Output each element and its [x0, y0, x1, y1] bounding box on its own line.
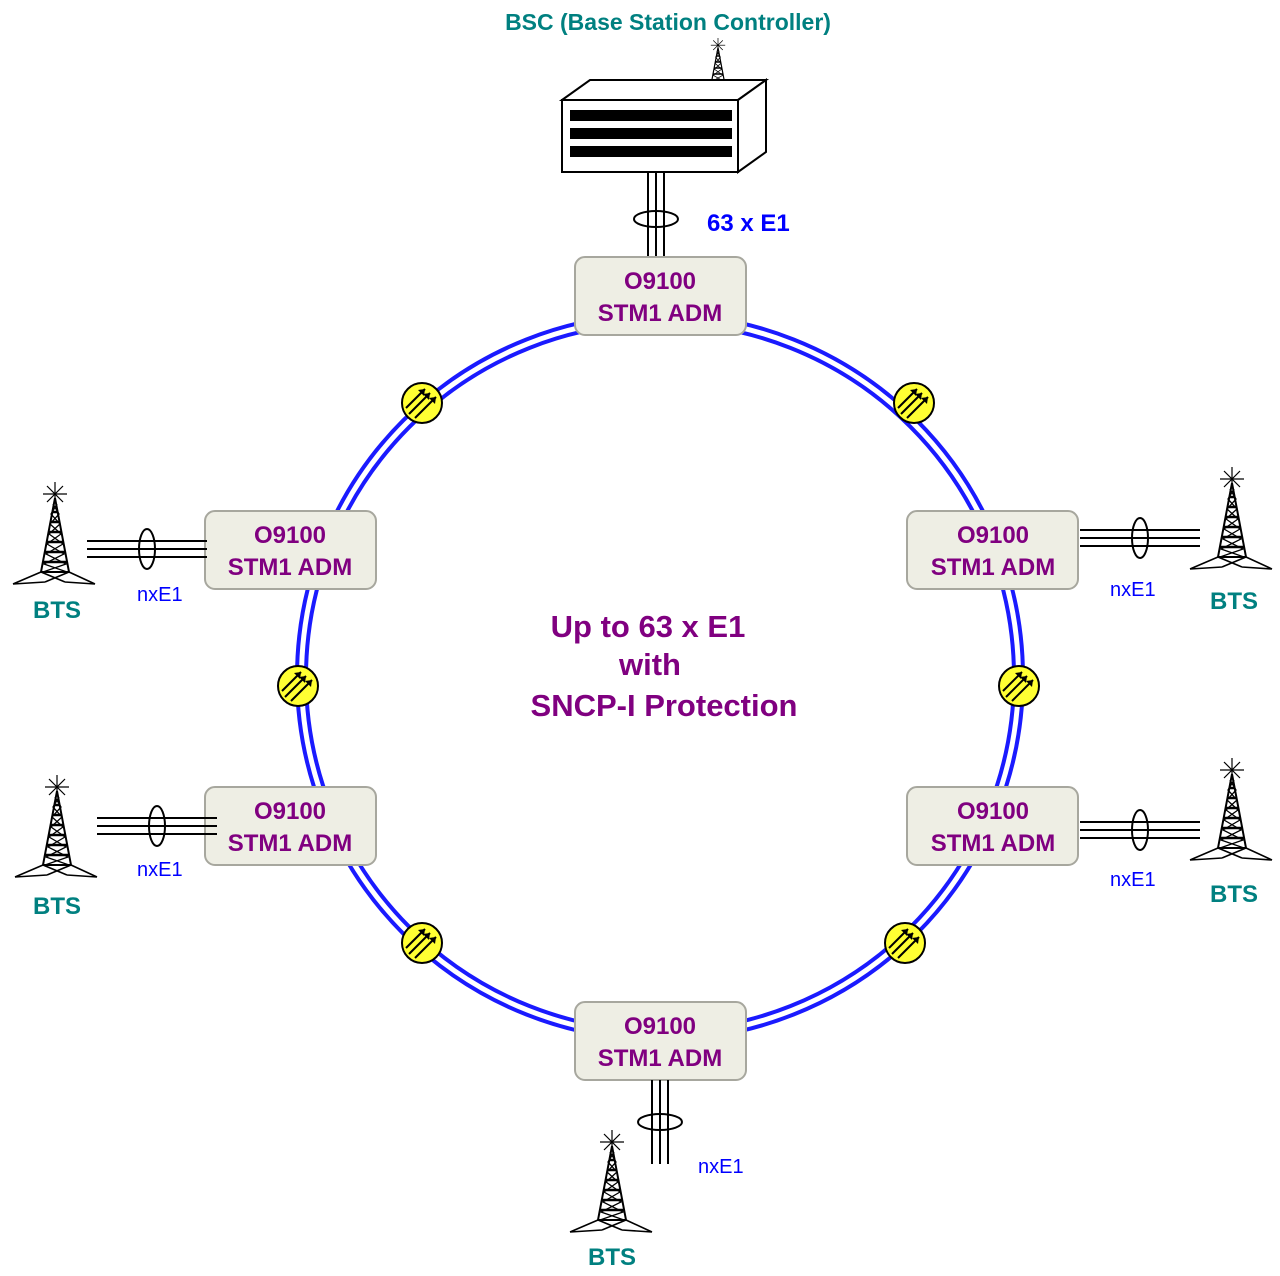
adm-node-top[interactable]: O9100 STM1 ADM [574, 256, 747, 336]
adm-model: O9100 [254, 522, 326, 549]
bts-label-left-upper: BTS [33, 597, 81, 624]
bsc-link-label: 63 x E1 [707, 210, 790, 237]
nxe1-label-bottom: nxE1 [698, 1156, 744, 1178]
adm-node-right-lower[interactable]: O9100 STM1 ADM [906, 786, 1079, 866]
nxe1-label-right-upper: nxE1 [1110, 579, 1156, 601]
adm-node-left-lower[interactable]: O9100 STM1 ADM [204, 786, 377, 866]
adm-node-left-upper[interactable]: O9100 STM1 ADM [204, 510, 377, 590]
nxe1-link-right-lower [1079, 809, 1201, 851]
center-line-3: SNCP-I Protection [531, 688, 798, 723]
adm-model: O9100 [957, 798, 1029, 825]
bts-label-right-upper: BTS [1210, 588, 1258, 615]
nxe1-link-left-lower [96, 805, 218, 847]
ring-center-caption: Up to 63 x E1 with SNCP-I Protection [531, 609, 798, 723]
nxe1-label-left-upper: nxE1 [137, 584, 183, 606]
adm-type: STM1 ADM [598, 300, 722, 327]
adm-type: STM1 ADM [931, 830, 1055, 857]
optical-amplifier-icon [884, 922, 926, 964]
adm-type: STM1 ADM [931, 554, 1055, 581]
adm-model: O9100 [957, 522, 1029, 549]
optical-amplifier-icon [998, 665, 1040, 707]
nxe1-label-right-lower: nxE1 [1110, 869, 1156, 891]
radio-tower-icon [1188, 756, 1274, 862]
adm-model: O9100 [624, 1013, 696, 1040]
radio-tower-icon [1188, 465, 1274, 571]
bts-label-left-lower: BTS [33, 893, 81, 920]
adm-model: O9100 [624, 268, 696, 295]
bts-label-bottom: BTS [588, 1244, 636, 1271]
adm-type: STM1 ADM [228, 830, 352, 857]
bsc-e1-link [633, 172, 679, 258]
optical-amplifier-icon [277, 665, 319, 707]
bsc-server-icon [558, 37, 770, 174]
center-line-1: Up to 63 x E1 [551, 609, 746, 644]
optical-amplifier-icon [401, 922, 443, 964]
optical-amplifier-icon [893, 382, 935, 424]
adm-type: STM1 ADM [228, 554, 352, 581]
bts-label-right-lower: BTS [1210, 881, 1258, 908]
center-line-2: with [618, 647, 681, 682]
optical-amplifier-icon [401, 382, 443, 424]
adm-node-right-upper[interactable]: O9100 STM1 ADM [906, 510, 1079, 590]
bsc-title: BSC (Base Station Controller) [505, 9, 831, 35]
nxe1-link-right-upper [1079, 517, 1201, 559]
nxe1-link-bottom [637, 1080, 683, 1164]
adm-model: O9100 [254, 798, 326, 825]
radio-tower-icon [11, 480, 97, 586]
nxe1-label-left-lower: nxE1 [137, 859, 183, 881]
adm-type: STM1 ADM [598, 1045, 722, 1072]
adm-node-bottom[interactable]: O9100 STM1 ADM [574, 1001, 747, 1081]
nxe1-link-left-upper [86, 528, 208, 570]
radio-tower-icon [568, 1128, 654, 1234]
radio-tower-icon [13, 773, 99, 879]
